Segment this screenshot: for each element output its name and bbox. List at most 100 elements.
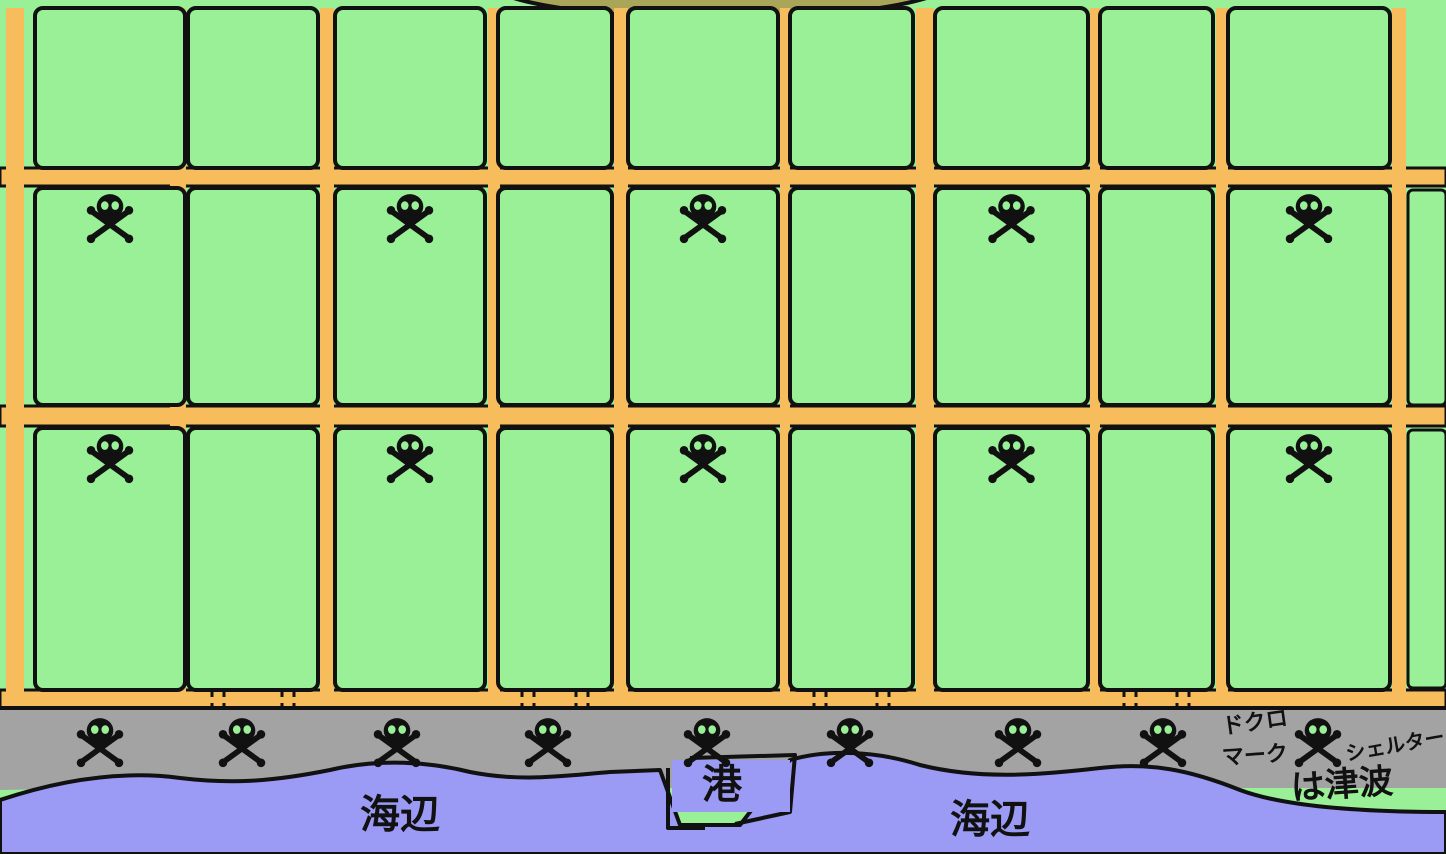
- shelter-skull-icon: [1294, 718, 1342, 768]
- skull-bone-end: [721, 758, 731, 768]
- canal-plot: [1098, 426, 1215, 692]
- skull-bone-end: [86, 206, 96, 215]
- skull-head: [689, 434, 717, 459]
- road-vertical-5: [614, 8, 628, 708]
- skull-bone-end: [1032, 758, 1042, 768]
- skull-head: [998, 194, 1025, 219]
- shop-plot: [33, 186, 187, 407]
- shop-plot: [626, 186, 780, 407]
- skull-bone-end: [826, 758, 836, 768]
- field-plot: [1098, 6, 1215, 170]
- skull-bone-end: [524, 758, 534, 768]
- skull-eye: [411, 441, 420, 450]
- skull-eye: [1164, 725, 1173, 734]
- road-horizontal-1: [0, 166, 1446, 188]
- skull-bone: [1289, 209, 1329, 240]
- legend-line-3: は津波: [1290, 761, 1395, 808]
- skull-bone-end: [373, 730, 383, 739]
- skull-eye: [1019, 725, 1028, 734]
- shelter-skull-icon: [76, 718, 124, 768]
- shelter-skull-icon: [524, 718, 572, 768]
- skull-jaw: [699, 738, 715, 748]
- road-vertical-9: [1216, 8, 1228, 708]
- skull-jaw: [1301, 454, 1317, 464]
- skull-bone-end: [124, 446, 134, 455]
- skull-eye: [243, 725, 252, 734]
- skull-eye: [1012, 441, 1021, 450]
- skull-bone: [80, 733, 120, 764]
- skull-bone: [390, 209, 430, 240]
- skull-head: [396, 434, 424, 459]
- shelter-skull-icon: [86, 194, 134, 244]
- skull-bone: [377, 733, 417, 764]
- skull-jaw: [1010, 738, 1026, 748]
- canal-plot: [186, 426, 320, 692]
- skull-bone-end: [76, 730, 86, 739]
- sea: [0, 750, 1446, 854]
- skull-jaw: [402, 454, 418, 464]
- map-labels: 港海辺海辺ドクロマークは津波シェルター: [360, 706, 1446, 843]
- skull-bone-end: [424, 206, 434, 215]
- skull-bone-end: [988, 206, 997, 215]
- skull-bone-end: [864, 758, 874, 768]
- skull-head: [96, 434, 124, 459]
- road-horizontal-2: [0, 404, 1446, 428]
- skull-bone: [390, 449, 430, 480]
- skull-bone-end: [256, 730, 266, 739]
- road-vertical-1: [6, 8, 24, 708]
- home-plot: [1226, 426, 1392, 692]
- skull-head: [534, 718, 562, 743]
- skull-bone-end: [994, 758, 1004, 768]
- skull-jaw: [234, 738, 250, 748]
- shelter-skull-icon: [1139, 718, 1187, 768]
- skull-bone-end: [988, 474, 997, 484]
- skull-eye: [100, 441, 109, 450]
- skull-bone: [1289, 449, 1329, 480]
- shelter-skull-icon: [988, 434, 1035, 484]
- skull-bone-end: [717, 206, 727, 215]
- shelter-skull-icon: [86, 434, 134, 484]
- skull-eye: [851, 725, 860, 734]
- skull-bone: [1143, 733, 1183, 764]
- road-horizontal-3: [0, 688, 1446, 710]
- beach-label-right: 海辺: [950, 797, 1030, 843]
- skull-bone-end: [1332, 758, 1342, 768]
- skull-bone: [222, 733, 262, 764]
- skull-eye: [387, 725, 396, 734]
- skull-bone: [687, 733, 727, 764]
- skull-jaw: [842, 738, 858, 748]
- skull-eye: [100, 201, 109, 210]
- skull-head: [228, 718, 256, 743]
- shelter-skull-icon: [826, 718, 874, 768]
- skull-eye: [1153, 725, 1162, 734]
- skull-bone-end: [1139, 758, 1149, 768]
- skull-bone-end: [988, 234, 997, 244]
- skull-bone-end: [1294, 758, 1304, 768]
- skull-bone-end: [1285, 474, 1295, 484]
- skull-bone-end: [1285, 234, 1295, 244]
- skull-bone-end: [1026, 446, 1035, 455]
- skull-bone: [90, 449, 130, 480]
- skull-eye: [90, 725, 99, 734]
- skull-bone-end: [717, 446, 727, 455]
- skull-eye: [411, 201, 420, 210]
- factory-plot: [626, 6, 780, 170]
- skull-eye: [697, 725, 706, 734]
- skull-bone-end: [386, 446, 396, 455]
- shelter-skull-icon: [1285, 434, 1333, 484]
- skull-eye: [549, 725, 558, 734]
- skull-jaw: [102, 214, 118, 224]
- skull-bone-end: [717, 234, 727, 244]
- skull-eye: [111, 441, 120, 450]
- skull-bone: [683, 209, 723, 240]
- skull-bone-end: [524, 730, 534, 739]
- shop-plot: [933, 186, 1090, 407]
- skull-head: [1295, 434, 1323, 459]
- skull-eye: [708, 725, 717, 734]
- skull-bone-end: [1285, 446, 1295, 455]
- skull-eye: [704, 441, 713, 450]
- road-vertical-6: [780, 8, 790, 708]
- skull-head: [1304, 718, 1332, 743]
- shelter-skull-icon: [683, 718, 731, 768]
